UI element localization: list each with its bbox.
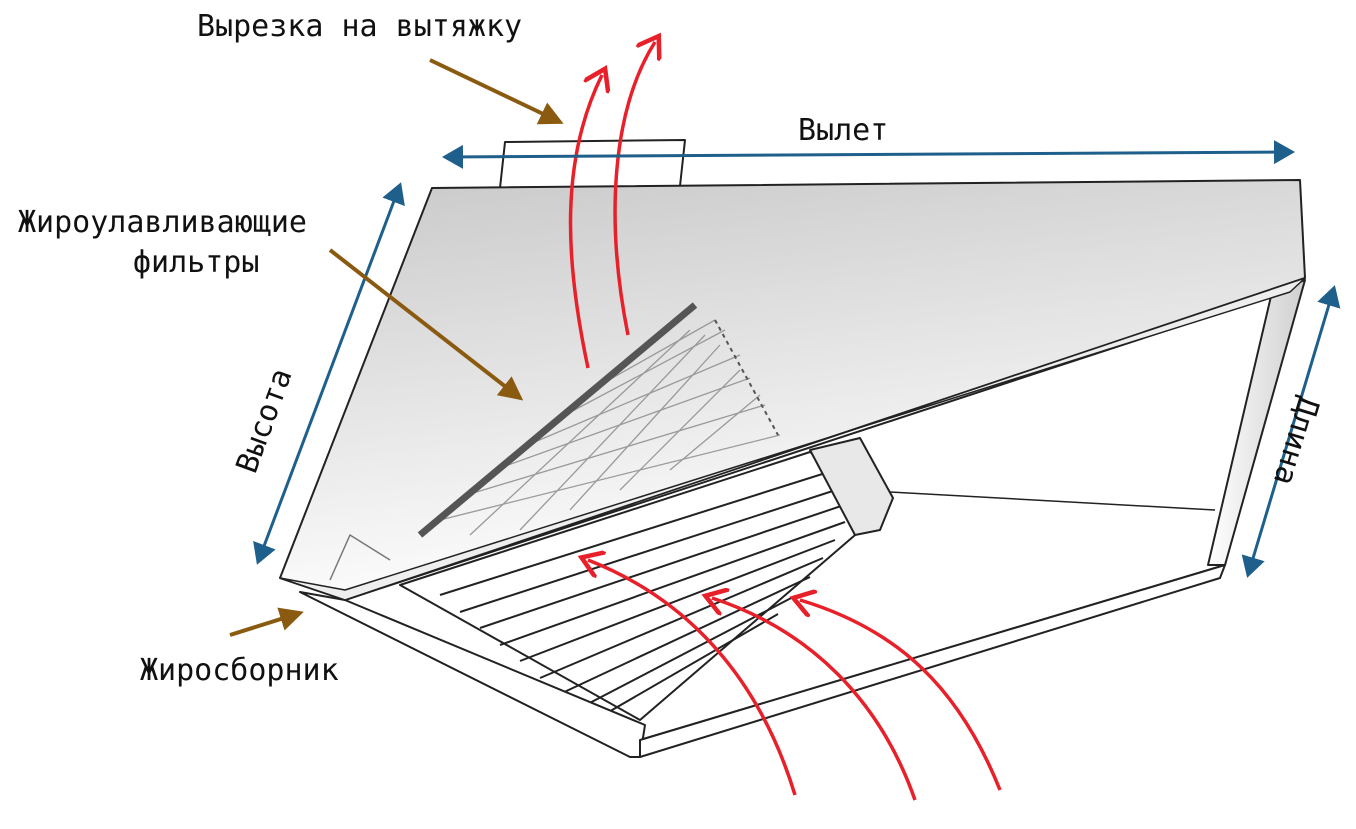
filter-side-rail <box>809 437 894 536</box>
filter-pointer <box>328 248 524 401</box>
hood-body <box>279 139 1306 758</box>
cutout-pointer <box>429 58 564 125</box>
airflow-arrow-in-3 <box>800 600 1002 791</box>
pointer-arrows <box>229 58 564 637</box>
exhaust-cutout-label: Вырезка на вытяжку <box>197 9 522 44</box>
overhang-dimension <box>442 140 1295 169</box>
grease-filter <box>417 302 781 538</box>
grease-collector-edge <box>279 277 1306 601</box>
filter-edge <box>417 302 698 538</box>
height-dimension <box>253 182 405 565</box>
length-dimension <box>1241 285 1341 578</box>
height-label: Высота <box>230 364 300 478</box>
filter-slats <box>439 469 851 718</box>
length-label: Длина <box>1266 393 1326 490</box>
dimension-arrows <box>253 140 1341 578</box>
airflow-arrow-up-2 <box>613 42 655 336</box>
airflow-arrow-in-1 <box>588 560 797 796</box>
grease-filters-label-line1: Жироулавливающие <box>18 205 307 240</box>
grease-filters-label-line2: фильтры <box>133 245 259 280</box>
overhang-label: Вылет <box>798 113 888 148</box>
grease-collector-label: Жиросборник <box>140 653 339 688</box>
collector-pointer <box>229 607 304 637</box>
airflow-arrow-up-1 <box>568 75 602 369</box>
bottom-rim <box>639 564 1226 758</box>
exhaust-cutout-box <box>499 139 686 189</box>
airflow-arrows <box>568 42 1002 801</box>
airflow-arrow-in-2 <box>712 598 917 801</box>
